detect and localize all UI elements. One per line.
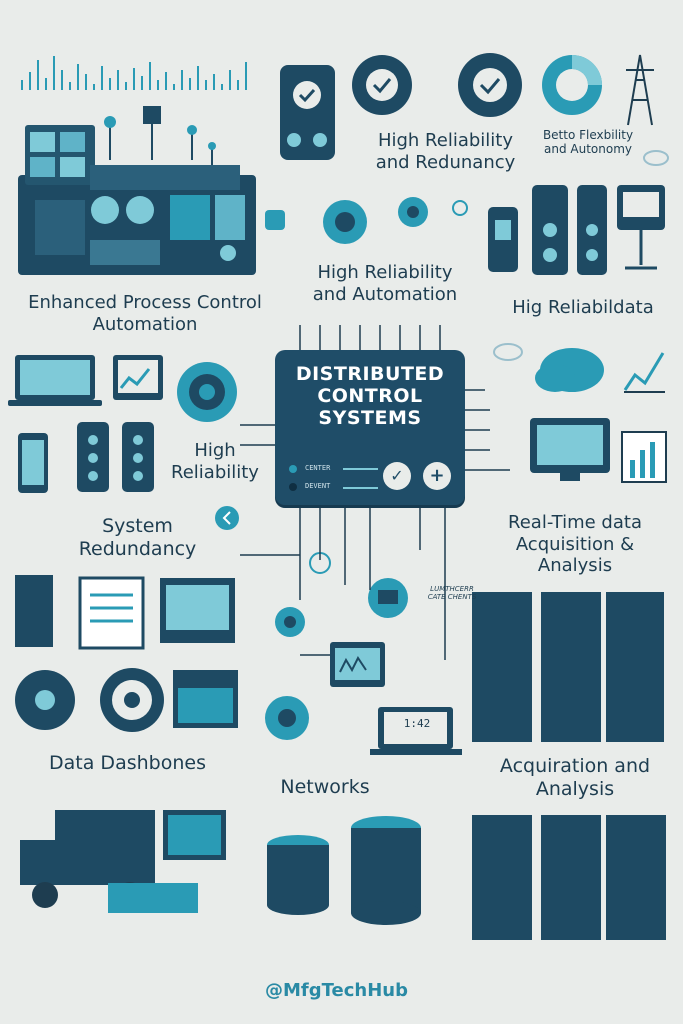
label-high-rel-automation: High Reliability and Automation [285, 262, 485, 305]
label-acquiration-analysis: Acquiration and Analysis [475, 755, 675, 801]
label-line: Acquiration and [499, 755, 651, 777]
server-rack-icon-2 [472, 815, 666, 940]
label-data-dashboards: Data Dashbones [49, 752, 206, 774]
gear-icon-small [398, 197, 428, 227]
label-line: CATE CHENTS [427, 593, 477, 602]
sparkline-icon [21, 56, 247, 90]
dcs-center-panel: DISTRIBUTED CONTROL SYSTEMS CENTER DEVEN… [275, 350, 465, 505]
label-better-flexibility: Betto Flexbility and Autonomy [523, 128, 653, 157]
cloud-icon-2 [493, 343, 523, 361]
small-device-icon-2 [452, 200, 468, 216]
label-system-redundancy: System Redundancy [55, 515, 220, 561]
plus-icon: + [429, 465, 445, 486]
label-line: Real-Time data [508, 512, 642, 533]
server-rack-icon [472, 592, 664, 742]
connector-lines [240, 325, 510, 660]
plus-button[interactable]: + [423, 462, 451, 490]
remote-icon-2 [122, 422, 154, 492]
label-networks: Networks [280, 776, 370, 798]
small-note: LUMTHCERR CATE CHENTS [412, 585, 492, 602]
tablet-icon [18, 433, 48, 493]
control-cabinet-icon [18, 106, 256, 275]
label-hig-reliabildata: Hig Reliabildata [512, 297, 654, 318]
label-line: Acquisition & [515, 533, 635, 555]
label-enhanced-process-control: Enhanced Process Control Automation [0, 292, 290, 335]
small-device-icon [265, 210, 285, 230]
label-line: Redundancy [78, 537, 197, 560]
gear-check-icon [352, 55, 412, 115]
monitor-icon [530, 418, 610, 481]
dashboard-panel-icon [173, 670, 238, 728]
status-dot-2 [289, 483, 297, 491]
database-icon-2 [351, 816, 421, 925]
label-high-reliability: High Reliability [160, 440, 270, 483]
gear-icon-large [265, 696, 309, 740]
label-line: and Automation [312, 283, 458, 305]
label-line: Analysis [537, 555, 613, 577]
label-line: High [194, 440, 236, 461]
info-badge-icon [368, 578, 408, 618]
gear-icon-mid [323, 200, 367, 244]
dcs-title: DISTRIBUTED CONTROL SYSTEMS [275, 363, 465, 430]
cloud-sync-icon [535, 348, 604, 392]
back-icon [215, 506, 239, 530]
label-line: Betto Flexbility [542, 128, 634, 142]
trend-chart-icon [623, 352, 665, 393]
bar-chart-icon [621, 431, 667, 483]
pie-chart-icon [542, 55, 602, 115]
database-icon [267, 835, 329, 915]
footer-handle: @MfgTechHub [265, 980, 408, 1001]
status-dot [289, 465, 297, 473]
remote-icon [77, 422, 109, 492]
cloud-icon [643, 150, 669, 166]
document-icon [15, 575, 53, 647]
disc-icon-2 [100, 668, 164, 732]
monitor-wave-icon [330, 642, 385, 687]
gear-check-icon-2 [458, 53, 522, 117]
label-line: Reliability [171, 461, 259, 483]
label-line: Automation [92, 313, 198, 335]
label-line: and Autonomy [544, 142, 632, 157]
monitor-chart-icon [113, 355, 163, 400]
spreadsheet-icon [160, 578, 235, 643]
tablet-screen-icon [108, 883, 198, 913]
tower-icon [626, 54, 654, 126]
label-high-rel-redundancy: High Reliability and Redunancy [358, 130, 533, 173]
dcs-title-line-3: SYSTEMS [318, 406, 422, 429]
report-icon [78, 576, 145, 650]
label-line: Enhanced Process Control [28, 292, 262, 313]
check-button[interactable]: ✓ [383, 462, 411, 490]
status-bar-2 [343, 487, 378, 489]
laptop-icon-2 [370, 707, 462, 755]
check-icon: ✓ [390, 466, 404, 485]
status-label-1: CENTER [305, 464, 331, 472]
disc-icon [15, 670, 75, 730]
dcs-title-line-1: DISTRIBUTED [295, 363, 445, 385]
dcs-title-line-2: CONTROL [317, 384, 423, 407]
status-bar-1 [343, 468, 378, 470]
controller-device-icon [280, 65, 335, 160]
label-line: High Reliability [377, 130, 514, 151]
laptop-icon-3 [163, 810, 226, 860]
label-line: High Reliability [317, 262, 453, 283]
label-line: LUMTHCERR [430, 585, 474, 593]
label-line: System [102, 515, 173, 537]
gear-icon-lower [275, 607, 305, 637]
label-realtime-acquisition: Real-Time data Acquisition & Analysis [475, 512, 675, 577]
label-line: and Redunancy [375, 151, 516, 173]
laptop-icon [8, 355, 102, 406]
io-modules-icon [488, 185, 665, 275]
status-label-2: DEVENT [305, 482, 331, 490]
label-line: Analysis [535, 777, 615, 800]
target-icon [177, 362, 237, 422]
monitor-text: 1:42 [403, 717, 431, 730]
